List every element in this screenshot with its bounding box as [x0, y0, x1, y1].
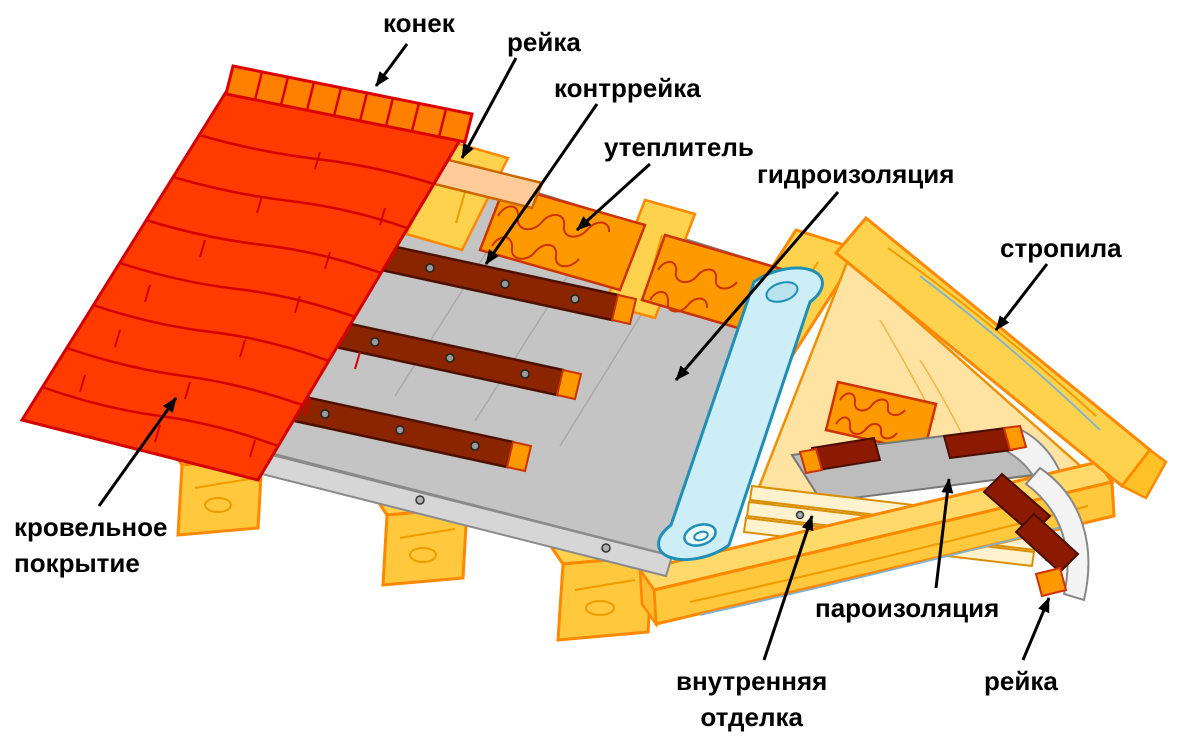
- right-rafter: [833, 215, 1168, 500]
- screw-icon: [520, 369, 530, 379]
- arrow-gidroizolyatsiya: [674, 191, 840, 381]
- label-stropila: стропила: [1000, 233, 1122, 263]
- screw-icon: [470, 441, 480, 451]
- screw-icon: [570, 294, 580, 304]
- batten-cap: [555, 368, 583, 401]
- screw-icon: [320, 409, 330, 419]
- label-gidroizolyatsiya: гидроизоляция: [757, 159, 955, 189]
- batten-cap: [1002, 424, 1028, 452]
- screw-icon: [395, 425, 405, 435]
- label-vnutrennyaya-otdelka: внутренняя отделка: [676, 666, 828, 732]
- screw-icon: [445, 353, 455, 363]
- screw-icon: [795, 510, 805, 520]
- eave-batten-assembly: [982, 466, 1090, 602]
- batten-cap: [505, 440, 533, 473]
- arrow-reika-top: [460, 57, 518, 159]
- arrow-vnutrennyaya-otdelka: [762, 515, 814, 661]
- batten-cap: [1034, 566, 1068, 598]
- screw-icon: [415, 495, 425, 505]
- arrow-uteplitel: [575, 162, 652, 232]
- screw-icon: [425, 263, 435, 273]
- arrow-reika-bottom: [1021, 597, 1051, 661]
- label-krovelnoe-pokrytie: кровельное покрытие: [14, 512, 168, 578]
- arrow-krovelnoe-pokrytie: [97, 397, 178, 507]
- label-uteplitel: утеплитель: [604, 132, 754, 162]
- membrane-roll: [657, 266, 824, 562]
- arrow-stropila: [994, 263, 1049, 331]
- label-kontrreika: контррейка: [554, 73, 701, 103]
- batten-cap: [610, 293, 638, 326]
- arrow-paroizolyatsiya: [934, 478, 954, 589]
- label-paroizolyatsiya: пароизоляция: [815, 593, 1000, 623]
- arrow-kontrreika: [484, 103, 599, 265]
- arrow-konek: [374, 43, 409, 87]
- ridge-cap: [224, 64, 474, 144]
- label-reika-top: рейка: [507, 27, 581, 57]
- screw-icon: [500, 279, 510, 289]
- label-konek: конек: [383, 8, 455, 38]
- label-arrows: [97, 43, 1051, 661]
- screw-icon: [370, 337, 380, 347]
- batten-cap: [798, 447, 824, 475]
- membrane-curl: [1024, 466, 1090, 602]
- label-reika-bottom: рейка: [984, 666, 1058, 696]
- screw-icon: [601, 543, 611, 553]
